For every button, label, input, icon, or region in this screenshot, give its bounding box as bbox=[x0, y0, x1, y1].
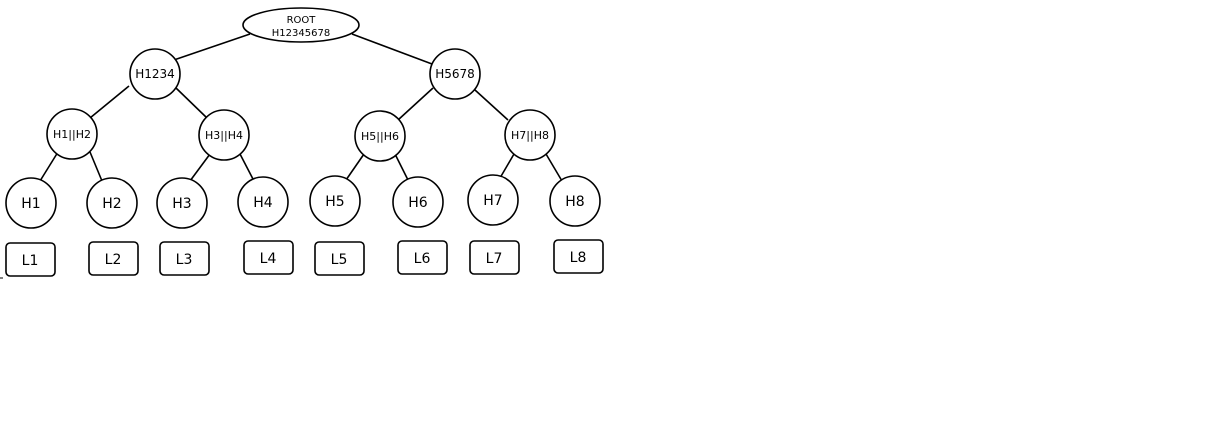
block-l2 bbox=[88, 241, 139, 276]
edge-h5678-h5h6 bbox=[397, 87, 434, 121]
label-h8: H8 bbox=[565, 194, 584, 210]
node-h5678 bbox=[429, 48, 481, 100]
edge-h5h6-h5 bbox=[345, 153, 365, 181]
label-h7h8: H7||H8 bbox=[511, 129, 549, 142]
node-h5 bbox=[309, 175, 361, 227]
label-l1: L1 bbox=[22, 253, 39, 269]
label-l2: L2 bbox=[105, 252, 122, 268]
edge-h1h2-h1 bbox=[39, 151, 59, 182]
block-l5 bbox=[314, 241, 365, 276]
edge-h7h8-h7 bbox=[499, 153, 515, 179]
block-l3 bbox=[159, 241, 210, 276]
root-label-bottom: H12345678 bbox=[272, 28, 330, 39]
node-h3 bbox=[156, 177, 208, 229]
edge-h1234-h3h4 bbox=[175, 87, 208, 119]
node-h8 bbox=[549, 175, 601, 227]
edge-h7h8-h8 bbox=[545, 153, 563, 182]
edge-h3h4-h3 bbox=[189, 153, 211, 182]
label-l8: L8 bbox=[570, 250, 587, 266]
label-h1234: H1234 bbox=[135, 67, 175, 81]
node-h3h4 bbox=[198, 109, 250, 161]
node-h2 bbox=[86, 177, 138, 229]
label-h3h4: H3||H4 bbox=[205, 129, 243, 142]
block-l4 bbox=[243, 240, 294, 275]
edge-h5678-h7h8 bbox=[474, 89, 509, 121]
edge-h1234-h1h2 bbox=[89, 85, 130, 119]
label-h5678: H5678 bbox=[435, 67, 475, 81]
label-h3: H3 bbox=[172, 196, 191, 212]
label-h5h6: H5||H6 bbox=[361, 130, 399, 143]
node-h7 bbox=[467, 174, 519, 226]
block-l8 bbox=[553, 239, 604, 274]
label-h1: H1 bbox=[21, 196, 40, 212]
node-h4 bbox=[237, 176, 289, 228]
edge-root-h1234 bbox=[167, 33, 251, 63]
node-h5h6 bbox=[354, 110, 406, 162]
edge-h1h2-h2 bbox=[89, 151, 103, 182]
label-h6: H6 bbox=[408, 195, 428, 211]
label-h2: H2 bbox=[102, 196, 121, 212]
label-l7: L7 bbox=[486, 251, 503, 267]
label-h7: H7 bbox=[483, 193, 502, 209]
label-l3: L3 bbox=[176, 252, 193, 268]
node-h6 bbox=[392, 176, 444, 228]
root-label-top: ROOT bbox=[287, 15, 317, 26]
label-h1h2: H1||H2 bbox=[53, 128, 91, 141]
node-h1 bbox=[5, 177, 57, 229]
label-l4: L4 bbox=[260, 251, 277, 267]
label-l6: L6 bbox=[414, 251, 431, 267]
edge-root-h5678 bbox=[351, 33, 433, 65]
block-l1 bbox=[5, 242, 56, 277]
edge-h5h6-h6 bbox=[394, 153, 409, 181]
node-h1h2 bbox=[46, 108, 98, 160]
root-node bbox=[242, 7, 360, 43]
node-h1234 bbox=[129, 48, 181, 100]
node-h7h8 bbox=[504, 109, 556, 161]
label-h4: H4 bbox=[253, 195, 273, 211]
label-l5: L5 bbox=[331, 252, 348, 268]
label-h5: H5 bbox=[325, 194, 344, 210]
edge-h3h4-h4 bbox=[239, 153, 255, 182]
block-l7 bbox=[469, 240, 520, 275]
block-l6 bbox=[397, 240, 448, 275]
